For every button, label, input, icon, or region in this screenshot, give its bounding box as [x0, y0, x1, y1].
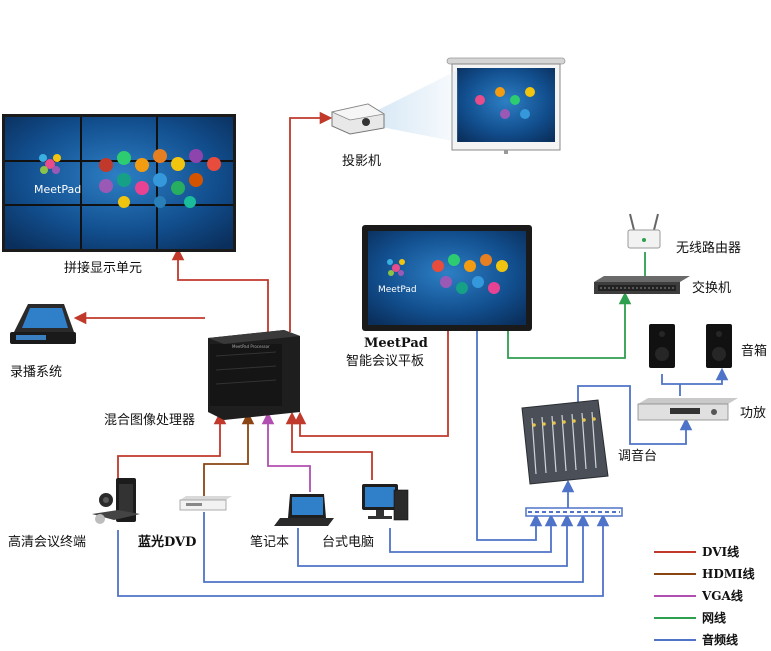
- mixer-label: 调音台: [618, 448, 657, 464]
- laptop-label: 笔记本: [250, 534, 289, 550]
- vga-line-laptop: [261, 411, 311, 492]
- audio-line-desktop: [389, 513, 558, 553]
- legend-label: 网线: [702, 610, 726, 625]
- audio-line-mixer-amp: [577, 385, 693, 445]
- audio-line-amp-speakers: [661, 374, 722, 396]
- switch-label: 交换机: [692, 280, 731, 296]
- hd-terminal-label: 高清会议终端: [8, 534, 86, 550]
- network-switch: [594, 276, 690, 294]
- meetpad-desc-label: 智能会议平板: [346, 354, 424, 369]
- network-line-meetpad-switch: [507, 291, 632, 359]
- speaker-left: [649, 324, 675, 368]
- hdmi-line-bluray: [203, 411, 255, 496]
- legend-label: HDMI线: [702, 566, 755, 581]
- legend-label: DVI线: [702, 544, 739, 559]
- legend-label: 音频线: [702, 632, 738, 647]
- meetpad-name-label: MeetPad: [364, 336, 428, 351]
- video-wall-logo-text: MeetPad: [34, 183, 81, 196]
- amplifier: [637, 398, 738, 421]
- recording-system: [10, 304, 76, 344]
- audio-line-laptop: [297, 513, 574, 567]
- audio-line-bluray: [203, 512, 590, 583]
- connection-lines: [73, 111, 722, 597]
- projector-beam: [366, 70, 458, 142]
- dvi-line-projector: [289, 111, 333, 332]
- projector: [330, 103, 386, 135]
- audio-input-bus: [525, 507, 623, 517]
- audio-line-meetpad: [476, 330, 543, 541]
- bluray-label: 蓝光DVD: [138, 534, 196, 550]
- processor-plate-text: MeetPad Processor: [232, 344, 270, 349]
- meetpad-flower-logo: [39, 154, 61, 174]
- meetpad-panel: MeetPad: [362, 225, 532, 331]
- processor-label: 混合图像处理器: [104, 413, 195, 428]
- dvi-line-meetpad: [293, 330, 449, 437]
- dvi-line-desktop: [285, 411, 373, 480]
- dvi-line-video-wall: [171, 247, 269, 332]
- laptop: [274, 494, 334, 526]
- amplifier-label: 功放: [740, 406, 766, 421]
- bluray-player: [179, 496, 232, 511]
- recording-label: 录播系统: [10, 365, 62, 380]
- app-icons: [99, 149, 221, 208]
- video-wall-label: 拼接显示单元: [64, 260, 142, 276]
- speaker-label: 音箱: [741, 343, 767, 359]
- desktop-label: 台式电脑: [322, 535, 374, 550]
- projection-screen: [446, 57, 566, 154]
- audio-mixer: [521, 399, 609, 485]
- router-label: 无线路由器: [676, 240, 741, 256]
- image-processor: MeetPad Processor: [208, 330, 300, 420]
- meetpad-logo-text: MeetPad: [378, 285, 417, 295]
- audio-line-hd-terminal: [117, 513, 610, 597]
- wireless-router: [627, 213, 661, 249]
- video-wall: MeetPad: [2, 114, 236, 252]
- hd-conference-terminal: [92, 478, 140, 524]
- dvi-line-hd-terminal: [117, 411, 227, 480]
- speaker-right: [706, 324, 732, 368]
- projector-label: 投影机: [342, 153, 381, 169]
- legend-label: VGA线: [701, 588, 743, 603]
- desktop-computer: [362, 484, 409, 521]
